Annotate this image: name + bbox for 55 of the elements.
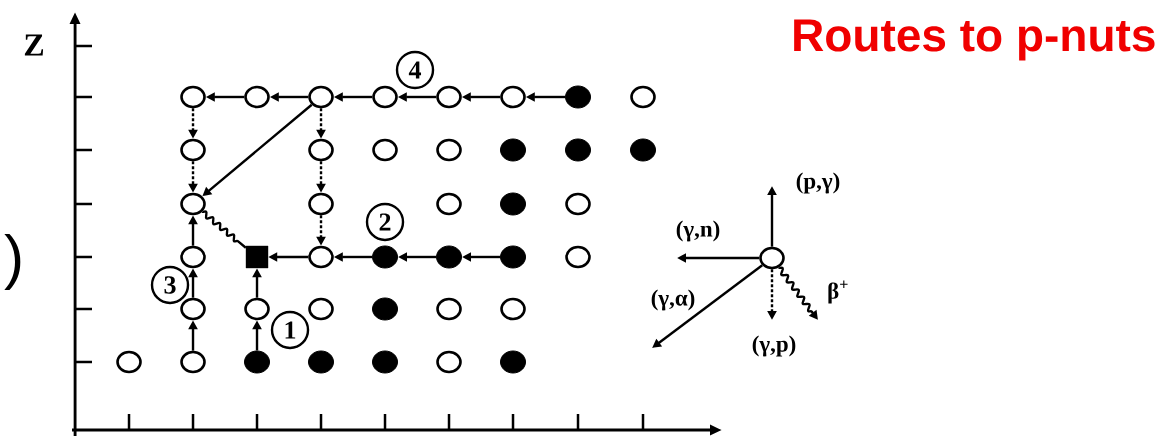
nuclide-circle — [436, 297, 462, 321]
nuclide-circle — [244, 85, 270, 109]
nuclide-circle — [436, 138, 462, 162]
nuclide-circle — [308, 297, 334, 321]
nuclide-dot — [565, 85, 591, 109]
callout-number: 3 — [150, 265, 190, 305]
nuclide-circle — [180, 350, 206, 374]
nuclide-circle — [116, 350, 142, 374]
parenthesis: ) — [4, 234, 21, 290]
nuclide-circle — [180, 297, 206, 321]
edge-label: (p,γ) — [796, 172, 840, 194]
nuclide-circle — [500, 297, 526, 321]
edge-label: (γ,n) — [676, 220, 720, 242]
nuclide-circle — [308, 245, 334, 269]
arrow — [652, 264, 763, 348]
nuclide-dot — [372, 350, 398, 374]
callout-number: 4 — [395, 50, 435, 90]
nuclide-circle — [372, 138, 398, 162]
edge-label: β$^{+}$ — [828, 280, 848, 304]
nuclide-dot — [372, 297, 398, 321]
axis-label: Z — [24, 34, 44, 56]
nuclide-dot — [565, 138, 591, 162]
nuclide-circle — [180, 192, 206, 216]
nuclide-circle — [436, 85, 462, 109]
nuclide-circle — [436, 350, 462, 374]
nuclide-dot — [630, 138, 656, 162]
nuclide-dot — [500, 138, 526, 162]
edge-label: (γ,p) — [752, 335, 796, 357]
nuclide-circle — [308, 85, 334, 109]
nuclide-dot — [500, 350, 526, 374]
edge-label: (γ,α) — [651, 289, 695, 311]
nuclide-dot — [244, 350, 270, 374]
nuclide-dot — [372, 245, 398, 269]
nuclide-circle — [565, 192, 591, 216]
callout-number: 1 — [270, 310, 310, 350]
nuclide-circle — [565, 245, 591, 269]
wavy-arrow — [778, 266, 818, 320]
callout-number: 2 — [365, 202, 405, 242]
nuclide-circle — [372, 85, 398, 109]
nuclide-circle — [308, 192, 334, 216]
nuclide-dot — [500, 245, 526, 269]
nuclide-circle — [308, 138, 334, 162]
nuclide-circle — [180, 138, 206, 162]
title: Routes to p-nuts — [794, 19, 1155, 61]
nuclide-circle — [630, 85, 656, 109]
nuclide-circle — [436, 192, 462, 216]
nuclide-circle — [500, 85, 526, 109]
nuclide-circle — [180, 85, 206, 109]
nuclide-circle — [759, 246, 785, 270]
nuclide-circle — [180, 245, 206, 269]
nuclide-square — [245, 245, 269, 269]
nuclide-dot — [500, 192, 526, 216]
nuclide-dot — [308, 350, 334, 374]
nuclide-dot — [436, 245, 462, 269]
nuclide-circle — [244, 297, 270, 321]
